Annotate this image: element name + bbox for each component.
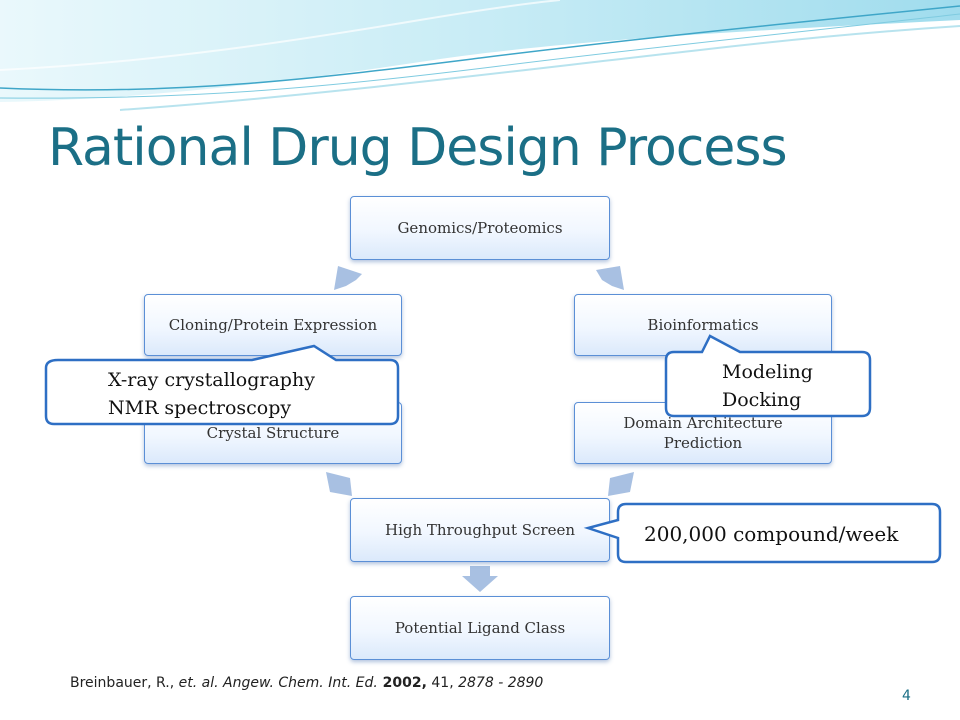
node-label: Bioinformatics [647, 316, 759, 334]
callout-throughput-shape [583, 502, 942, 564]
node-domain-architecture: Domain Architecture Prediction [574, 402, 832, 464]
arrow-crystal-to-hts [326, 472, 352, 496]
node-label: Crystal Structure [206, 424, 340, 442]
citation: Breinbauer, R., et. al. Angew. Chem. Int… [70, 675, 543, 691]
node-genomics-proteomics: Genomics/Proteomics [350, 196, 610, 260]
callout-xray-line-2: NMR spectroscopy [108, 397, 292, 419]
arrow-genomics-to-bioinfo [596, 266, 624, 290]
node-bioinformatics: Bioinformatics [574, 294, 832, 356]
header-wave-decoration [0, 0, 960, 111]
callout-modeling-text: Modeling Docking [722, 358, 813, 414]
callout-modeling-line-1: Modeling [722, 361, 813, 383]
arrow-genomics-to-cloning [334, 266, 362, 290]
node-potential-ligand-class: Potential Ligand Class [350, 596, 610, 660]
node-label-line-2: Prediction [663, 434, 743, 452]
citation-journal: et. al. Angew. Chem. Int. Ed. [178, 675, 378, 691]
arrow-hts-to-ligand [462, 566, 498, 592]
citation-authors: Breinbauer, R., [70, 675, 179, 691]
node-label: High Throughput Screen [384, 521, 576, 539]
node-label: Genomics/Proteomics [397, 219, 563, 237]
node-label: Cloning/Protein Expression [168, 316, 378, 334]
callout-xray-line-1: X-ray crystallography [108, 369, 315, 391]
callout-xray-text: X-ray crystallography NMR spectroscopy [108, 366, 315, 422]
citation-pages: 2878 - 2890 [453, 675, 544, 691]
node-label: Potential Ligand Class [394, 619, 566, 637]
callout-modeling-shape [664, 334, 872, 418]
node-label: Domain Architecture Prediction [623, 413, 782, 453]
citation-year: 2002, [377, 675, 427, 691]
citation-volume: 41, [426, 675, 454, 691]
page-number: 4 [902, 688, 911, 704]
callout-modeling-line-2: Docking [722, 389, 802, 411]
callout-throughput-text: 200,000 compound/week [644, 522, 899, 546]
slide-title: Rational Drug Design Process [48, 118, 788, 178]
arrow-domain-to-hts [608, 472, 634, 496]
node-label-line-1: Domain Architecture [623, 414, 783, 432]
node-cloning-protein-expression: Cloning/Protein Expression [144, 294, 402, 356]
callout-xray-shape [44, 344, 400, 426]
